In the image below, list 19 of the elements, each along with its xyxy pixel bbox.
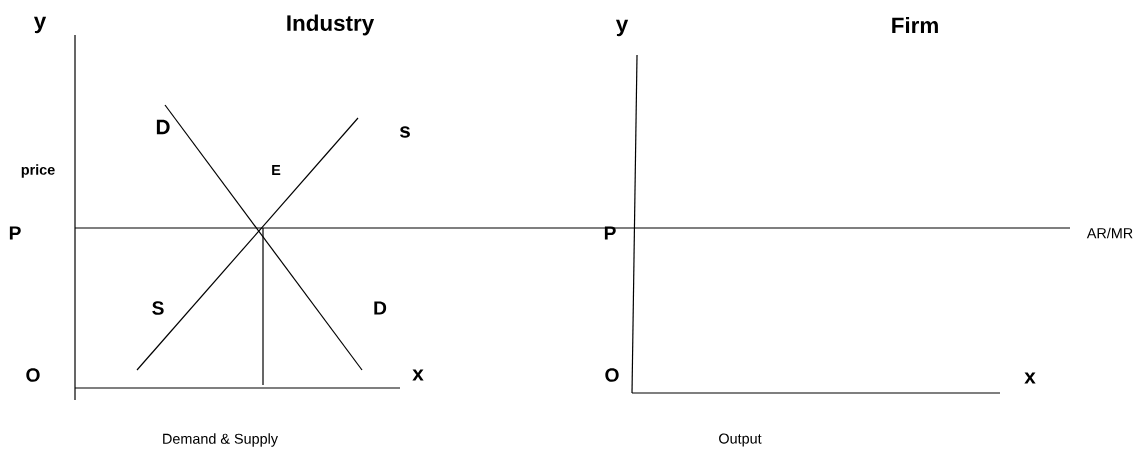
panel-title: Firm xyxy=(892,16,938,34)
origin-label: O xyxy=(605,368,619,382)
curve-label: s xyxy=(399,126,410,138)
price-label: P xyxy=(604,226,616,240)
origin-label: O xyxy=(26,368,40,382)
axis-label: x xyxy=(1024,372,1036,384)
curve-label: AR/MR xyxy=(1086,227,1133,239)
price-label: P xyxy=(9,226,21,240)
axis-label: price xyxy=(21,164,55,178)
panel-title: Industry xyxy=(287,14,375,36)
axis-label: y xyxy=(33,16,47,34)
curve-label: S xyxy=(152,301,164,315)
axis-label: y xyxy=(615,19,629,37)
axis-title: Output xyxy=(719,433,762,447)
curve-label: D xyxy=(156,119,170,135)
curve-label: D xyxy=(374,301,387,315)
point-label: E xyxy=(272,165,281,175)
axis-title: Demand & Supply xyxy=(163,433,278,447)
axis-label: x xyxy=(412,369,424,381)
